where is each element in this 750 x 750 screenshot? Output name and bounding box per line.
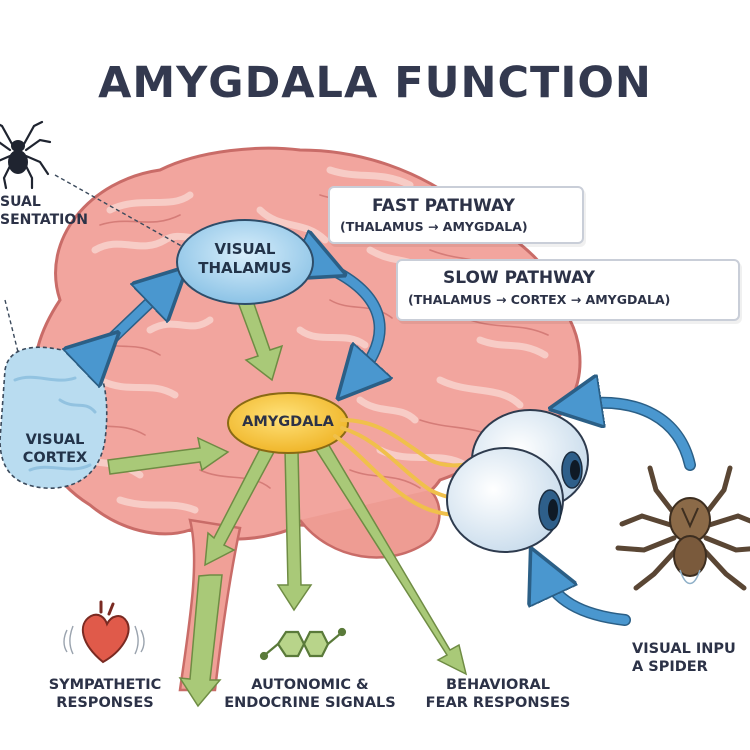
fast-pathway-subtitle: (THALAMUS → AMYGDALA) (340, 219, 528, 234)
slow-pathway-legend (396, 259, 740, 321)
visual-thalamus-node (176, 219, 314, 305)
slow-pathway-title: SLOW PATHWAY (443, 268, 595, 288)
visual-presentation-label: SUAL SENTATION (0, 194, 90, 229)
eyeball-icon (446, 409, 589, 553)
output-arrows (178, 441, 468, 708)
spider-icon (0, 120, 52, 190)
tarantula-icon (615, 465, 750, 591)
slow-pathway-subtitle: (THALAMUS → CORTEX → AMYGDALA) (408, 292, 671, 307)
hormone-molecule-icon (259, 627, 347, 661)
visual-cortex-label: VISUAL CORTEX (22, 432, 88, 467)
visual-input-arrows (542, 403, 696, 626)
slow-pathway-arrows (100, 265, 380, 380)
behavioral-fear-label: BEHAVIORAL FEAR RESPONSES (425, 677, 571, 712)
sympathetic-responses-label: SYMPATHETIC RESPONSES (48, 677, 162, 712)
fast-pathway-title: FAST PATHWAY (372, 196, 515, 216)
autonomic-endocrine-label: AUTONOMIC & ENDOCRINE SIGNALS (224, 677, 396, 712)
visual-input-spider-label: VISUAL INPU A SPIDER (632, 641, 736, 676)
fast-pathway-arrows (107, 297, 284, 475)
fast-pathway-legend (328, 186, 584, 244)
visual-presentation-line1: SUAL (0, 194, 41, 210)
visual-presentation-line2: SENTATION (0, 211, 88, 228)
amygdala-label: AMYGDALA (242, 414, 334, 430)
page-title: AMYGDALA FUNCTION (98, 58, 652, 108)
visual-thalamus-label: VISUAL THALAMUS (198, 240, 292, 277)
amygdala-node (227, 392, 349, 454)
heart-icon (63, 600, 145, 664)
